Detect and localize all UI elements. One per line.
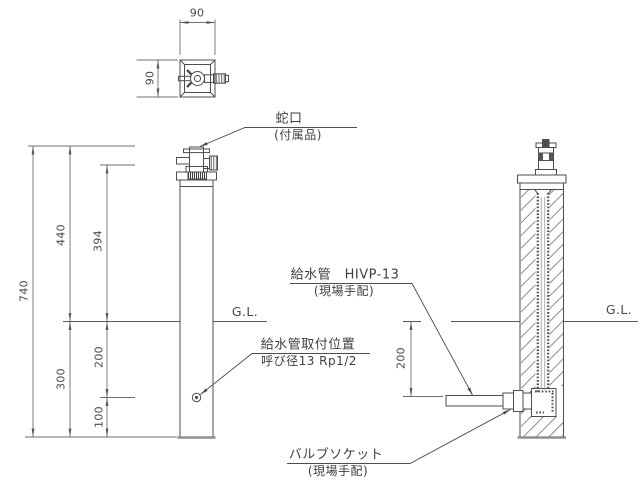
section-hatching (521, 190, 563, 437)
side-dimensions (403, 321, 443, 397)
top-view (178, 59, 229, 98)
top-view-spout (213, 73, 226, 84)
dim-90-top: 90 (189, 6, 205, 20)
side-view (445, 139, 567, 439)
dim-200-side: 200 (394, 347, 408, 369)
valve-socket-label: バルブソケット (288, 447, 384, 463)
supply-pipe-note: (現場手配) (313, 284, 375, 298)
front-view (176, 146, 218, 439)
dim-200-front: 200 (92, 346, 106, 368)
valve-socket-fitting (513, 390, 524, 412)
valve-socket-note: (現場手配) (307, 464, 369, 478)
front-faucet (176, 146, 218, 180)
dim-90-left: 90 (143, 70, 157, 86)
dim-740: 740 (17, 280, 31, 302)
supply-pipe-label: 給水管 HIVP-13 (290, 267, 400, 283)
gl-label-front: G.L. (231, 303, 259, 319)
dim-300: 300 (54, 368, 68, 390)
dim-394: 394 (91, 230, 105, 252)
leader-inlet-position (200, 353, 370, 395)
leader-lines (199, 127, 511, 464)
inlet-hole (191, 392, 202, 403)
riser-pipe-coil (535, 193, 554, 414)
faucet-label: 蛇口 (275, 111, 303, 127)
top-view-inner-square (184, 64, 211, 93)
leader-valve-socket (287, 409, 511, 464)
top-view-faucet-handle (190, 71, 205, 86)
dim-440: 440 (54, 224, 68, 246)
side-faucet (535, 139, 557, 176)
inlet-position-label: 給水管取付位置 (260, 337, 356, 353)
supply-pipe-horizontal (445, 395, 504, 407)
top-view-outer-square (179, 59, 216, 98)
gl-label-side: G.L. (605, 301, 633, 317)
leader-supply-pipe (290, 283, 473, 396)
dim-100: 100 (92, 406, 106, 428)
inlet-position-note: 呼び径13 Rp1/2 (261, 354, 357, 368)
front-dimensions (25, 145, 177, 438)
side-pillar-cap (517, 174, 567, 184)
leader-faucet (199, 127, 357, 147)
faucet-note: (付属品) (274, 128, 322, 142)
top-view-dimensions (136, 19, 216, 98)
